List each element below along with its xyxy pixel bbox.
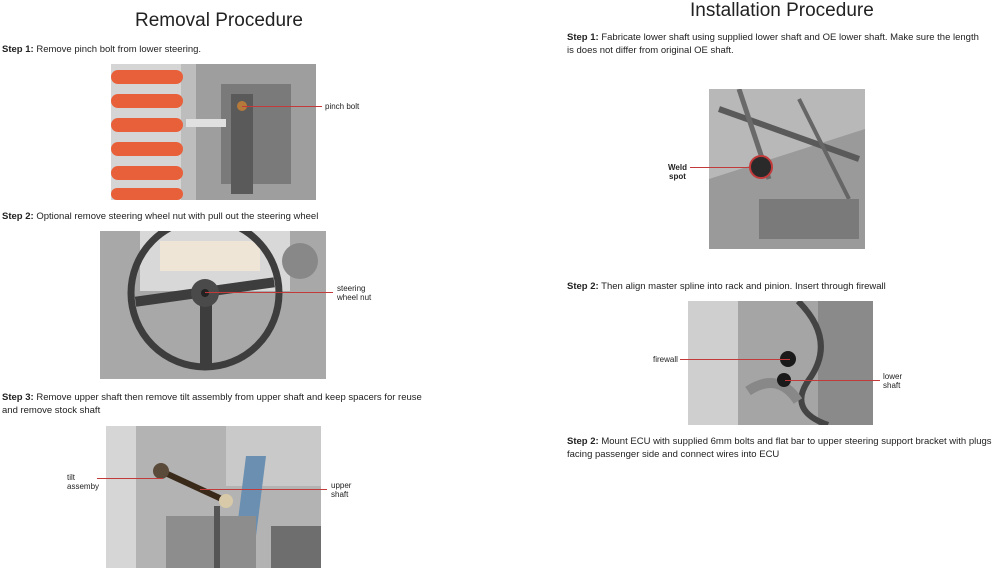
- pinch-bolt-callout-line: [242, 106, 322, 107]
- upper-shaft-label: upper shaft: [331, 481, 352, 499]
- step-label: Step 3:: [2, 392, 34, 403]
- step-text: Fabricate lower shaft using supplied low…: [567, 32, 979, 56]
- installation-step-2: Step 2: Then align master spline into ra…: [567, 280, 987, 293]
- steering-wheel-nut-label: steering wheel nut: [337, 284, 372, 302]
- steering-wheel-photo: [100, 231, 326, 379]
- firewall-photo: [688, 301, 873, 425]
- wheel-nut-callout-line: [205, 292, 333, 293]
- firewall-callout-line: [680, 359, 790, 360]
- step-label: Step 2:: [2, 211, 34, 222]
- step-text: Then align master spline into rack and p…: [598, 281, 886, 292]
- pinch-bolt-photo: [111, 64, 316, 200]
- step-text: Mount ECU with supplied 6mm bolts and fl…: [567, 436, 992, 460]
- firewall-label: firewall: [653, 355, 678, 364]
- step-label: Step 1:: [2, 44, 34, 55]
- weld-spot-photo: [709, 89, 865, 249]
- step-text: Optional remove steering wheel nut with …: [33, 211, 319, 222]
- pinch-bolt-label: pinch bolt: [325, 102, 360, 111]
- step-label: Step 1:: [567, 32, 599, 43]
- step-text: Remove upper shaft then remove tilt asse…: [2, 392, 422, 416]
- upper-shaft-callout-line: [200, 489, 327, 490]
- installation-step-1: Step 1: Fabricate lower shaft using supp…: [567, 31, 987, 57]
- upper-shaft-photo: [106, 426, 321, 568]
- installation-title: Installation Procedure: [690, 0, 874, 21]
- removal-step-1: Step 1: Remove pinch bolt from lower ste…: [2, 43, 422, 56]
- step-label: Step 2:: [567, 436, 599, 447]
- installation-step-3: Step 2: Mount ECU with supplied 6mm bolt…: [567, 435, 999, 461]
- removal-title: Removal Procedure: [135, 10, 303, 31]
- removal-step-3: Step 3: Remove upper shaft then remove t…: [2, 391, 432, 417]
- lower-shaft-callout-line: [785, 380, 880, 381]
- removal-step-2: Step 2: Optional remove steering wheel n…: [2, 210, 422, 223]
- tilt-assembly-label: tilt assemby: [67, 473, 100, 491]
- lower-shaft-label: lower shaft: [883, 372, 903, 390]
- weld-spot-label: Weld spot: [668, 163, 687, 181]
- tilt-assembly-callout-line: [97, 478, 163, 479]
- weld-spot-callout-line: [690, 167, 750, 168]
- step-label: Step 2:: [567, 281, 599, 292]
- step-text: Remove pinch bolt from lower steering.: [33, 44, 202, 55]
